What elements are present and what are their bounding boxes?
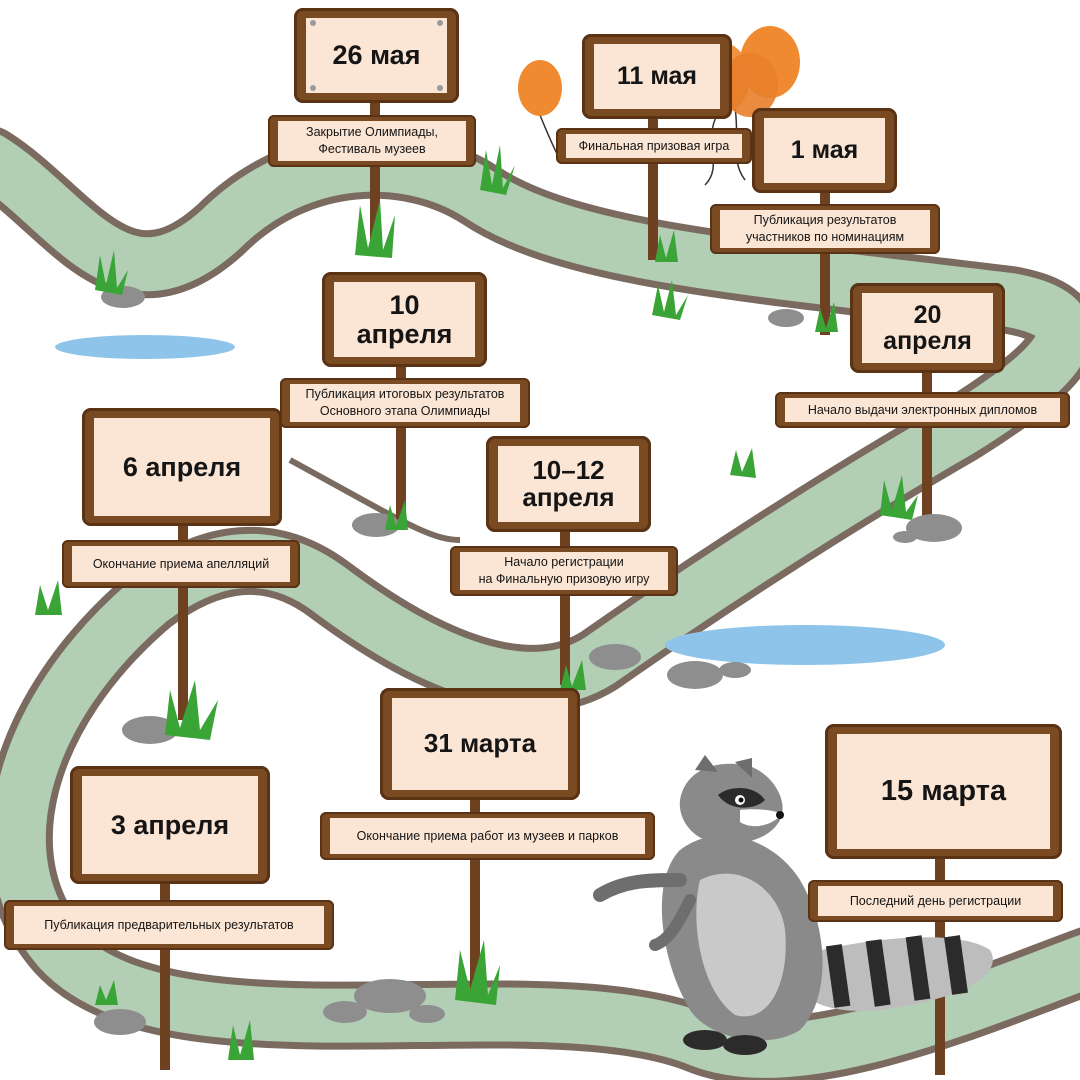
date-label: 10–12 апреля — [498, 446, 639, 522]
event-label: Финальная призовая игра — [566, 134, 742, 158]
date-sign-3-aprelya: 3 апреля — [70, 766, 270, 884]
date-sign-1-maya: 1 мая — [752, 108, 897, 193]
date-label: 11 мая — [594, 44, 720, 109]
date-sign-15-marta: 15 марта — [825, 724, 1062, 859]
event-plank-11-maya: Финальная призовая игра — [556, 128, 752, 164]
date-label: 1 мая — [764, 118, 885, 183]
date-sign-11-maya: 11 мая — [582, 34, 732, 119]
date-label: 15 марта — [837, 734, 1050, 849]
date-sign-6-aprelya: 6 апреля — [82, 408, 282, 526]
date-label: 20 апреля — [862, 293, 993, 363]
event-label: Окончание приема апелляций — [72, 546, 290, 582]
date-label: 3 апреля — [82, 776, 258, 874]
event-plank-1-maya: Публикация результатов участников по ном… — [710, 204, 940, 254]
date-sign-10-12-aprelya: 10–12 апреля — [486, 436, 651, 532]
date-label: 10 апреля — [334, 282, 475, 357]
event-label: Публикация предварительных результатов — [14, 906, 324, 944]
date-sign-10-aprelya: 10 апреля — [322, 272, 487, 367]
raccoon-icon — [593, 755, 993, 1055]
pond-icon — [665, 625, 945, 665]
event-plank-3-aprelya: Публикация предварительных результатов — [4, 900, 334, 950]
date-sign-31-marta: 31 марта — [380, 688, 580, 800]
event-label: Закрытие Олимпиады, Фестиваль музеев — [278, 121, 466, 161]
event-label: Последний день регистрации — [818, 886, 1053, 916]
event-label: Публикация итоговых результатов Основног… — [290, 384, 520, 422]
event-plank-10-aprelya: Публикация итоговых результатов Основног… — [280, 378, 530, 428]
event-label: Публикация результатов участников по ном… — [720, 210, 930, 248]
date-sign-26-maya: 26 мая — [294, 8, 459, 103]
event-label: Начало выдачи электронных дипломов — [785, 398, 1060, 422]
event-label: Окончание приема работ из музеев и парко… — [330, 818, 645, 854]
date-sign-20-aprelya: 20 апреля — [850, 283, 1005, 373]
event-plank-31-marta: Окончание приема работ из музеев и парко… — [320, 812, 655, 860]
date-label: 26 мая — [306, 18, 447, 93]
grass-icon — [35, 145, 918, 1060]
date-label: 31 марта — [392, 698, 568, 790]
event-plank-26-maya: Закрытие Олимпиады, Фестиваль музеев — [268, 115, 476, 167]
event-plank-10-12-aprelya: Начало регистрации на Финальную призовую… — [450, 546, 678, 596]
event-label: Начало регистрации на Финальную призовую… — [460, 552, 668, 590]
date-label: 6 апреля — [94, 418, 270, 516]
event-plank-20-aprelya: Начало выдачи электронных дипломов — [775, 392, 1070, 428]
pond-icon — [55, 335, 235, 359]
event-plank-15-marta: Последний день регистрации — [808, 880, 1063, 922]
event-plank-6-aprelya: Окончание приема апелляций — [62, 540, 300, 588]
